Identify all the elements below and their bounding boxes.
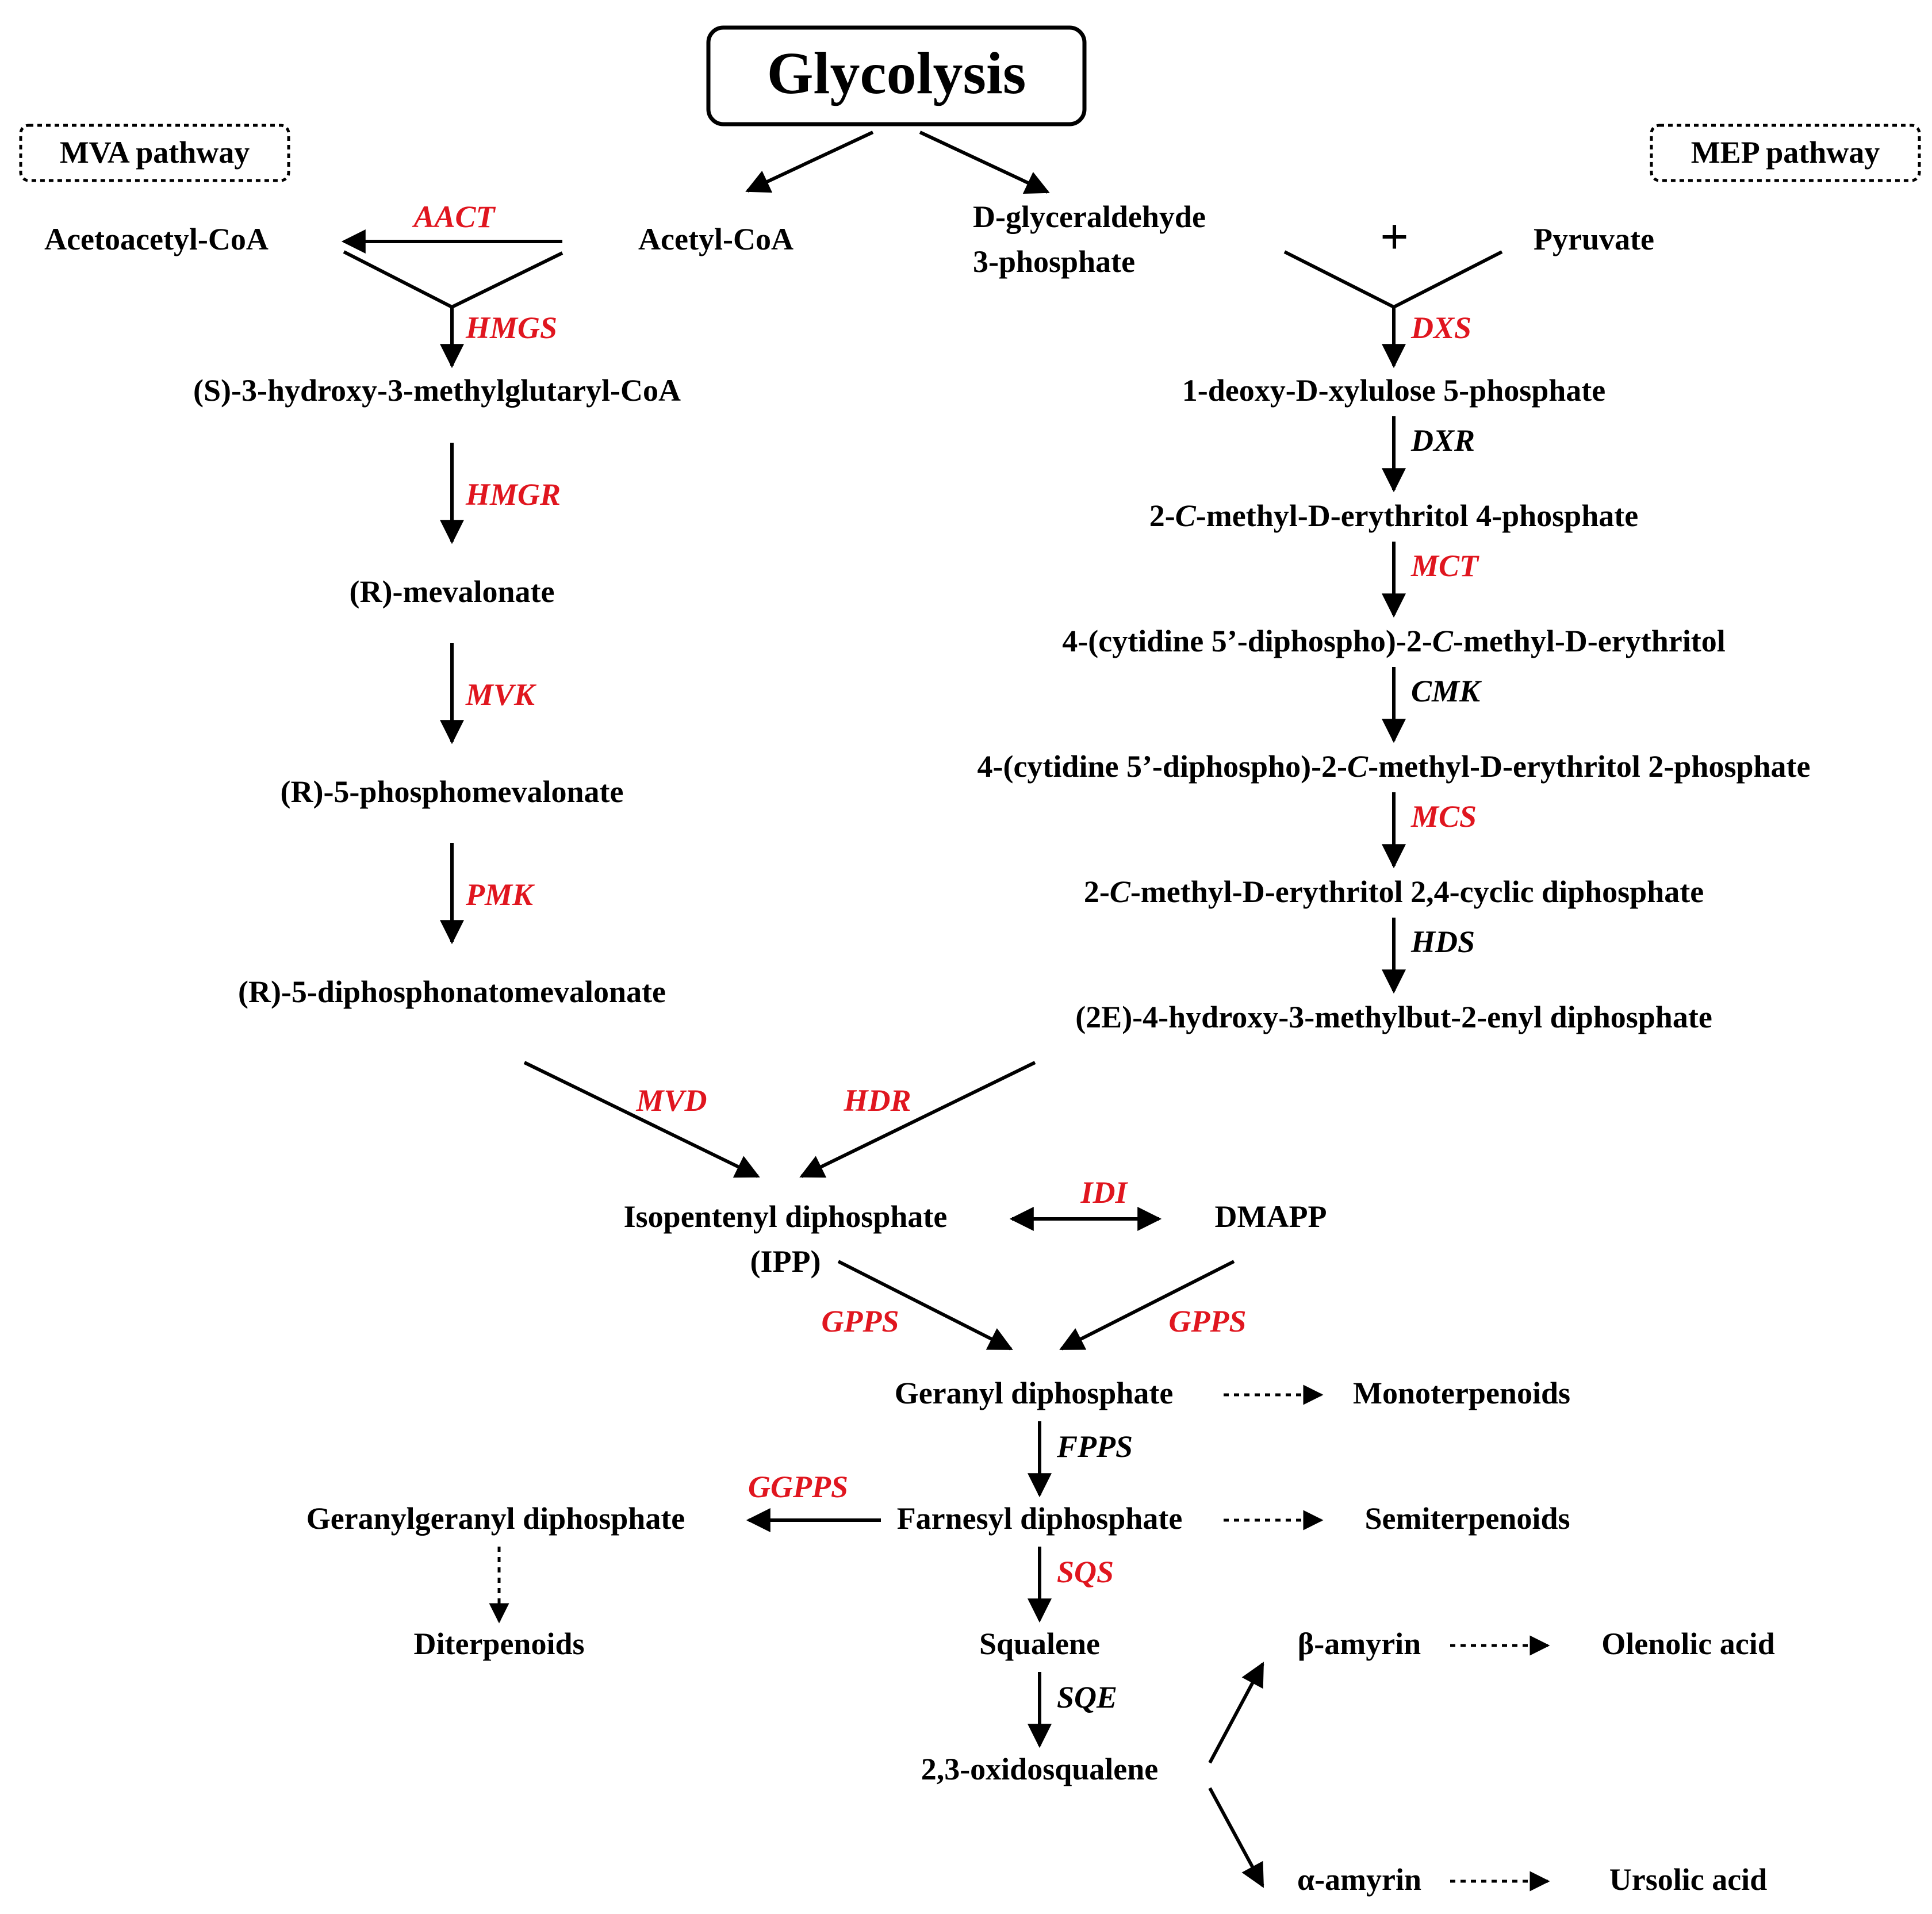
mva-pathway-box	[19, 124, 290, 182]
mva-pathway-label: MVA pathway	[60, 135, 250, 170]
g3p-line1: D-glyceraldehyde	[973, 200, 1206, 234]
to-beta-amyrin-arrow	[1208, 1662, 1264, 1764]
oleanolic-acid: Olenolic acid	[1601, 1627, 1774, 1661]
mep-pathway-box	[1650, 124, 1921, 182]
to-alpha-amyrin-arrow	[1208, 1787, 1264, 1888]
ursolic-acid: Ursolic acid	[1609, 1862, 1767, 1897]
enzyme-gpps-right: GPPS	[1169, 1304, 1247, 1338]
ipp-line1: Isopentenyl diphosphate	[624, 1199, 948, 1234]
hmbpp: (2E)-4-hydroxy-3-methylbut-2-enyl diphos…	[1075, 1000, 1712, 1034]
squalene: Squalene	[979, 1627, 1100, 1661]
enzyme-hds: HDS	[1410, 925, 1475, 959]
diphosphonatomevalonate: (R)-5-diphosphonatomevalonate	[238, 975, 666, 1009]
plus-sign: +	[1380, 209, 1408, 263]
enzyme-idi: IDI	[1080, 1175, 1128, 1210]
arrow-to-g3p	[919, 131, 1050, 194]
enzyme-pmk: PMK	[465, 877, 535, 912]
enzyme-sqe: SQE	[1057, 1680, 1117, 1714]
enzyme-sqs: SQS	[1057, 1555, 1114, 1589]
enzyme-dxr: DXR	[1410, 423, 1475, 458]
beta-amyrin: β-amyrin	[1298, 1627, 1421, 1661]
enzyme-aact: AACT	[412, 200, 496, 234]
farnesyl-diphosphate: Farnesyl diphosphate	[897, 1501, 1183, 1536]
diterpenoids: Diterpenoids	[414, 1627, 585, 1661]
enzyme-mct: MCT	[1410, 548, 1479, 583]
g3p-line2: 3-phosphate	[973, 244, 1135, 279]
arrow-to-acetyl-coa	[745, 131, 874, 193]
enzyme-ggpps: GGPPS	[748, 1470, 848, 1504]
enzyme-hdr: HDR	[843, 1083, 911, 1118]
gpps-right-arrow	[1059, 1260, 1235, 1351]
mep-metabolite: 2-C-methyl-D-erythritol 4-phosphate	[1149, 498, 1638, 533]
mevalonate: (R)-mevalonate	[350, 574, 555, 609]
geranylgeranyl-diphosphate: Geranylgeranyl diphosphate	[306, 1501, 685, 1536]
cdp-me: 4-(cytidine 5’-diphospho)-2-C-methyl-D-e…	[1062, 624, 1725, 658]
semiterpenoids: Semiterpenoids	[1365, 1501, 1570, 1536]
mvd-arrow	[523, 1061, 760, 1178]
cdp-me2p: 4-(cytidine 5’-diphospho)-2-C-methyl-D-e…	[977, 749, 1811, 784]
enzyme-dxs: DXS	[1410, 310, 1471, 345]
hmg-coa: (S)-3-hydroxy-3-methylglutaryl-CoA	[193, 373, 681, 408]
geranyl-diphosphate: Geranyl diphosphate	[895, 1376, 1174, 1410]
enzyme-mcs: MCS	[1410, 799, 1477, 834]
monoterpenoids: Monoterpenoids	[1353, 1376, 1570, 1410]
dxp: 1-deoxy-D-xylulose 5-phosphate	[1182, 373, 1606, 408]
hmgs-merge	[343, 250, 564, 309]
enzyme-mvk: MVK	[465, 677, 537, 712]
gpps-left-arrow	[837, 1260, 1013, 1351]
enzyme-mvd: MVD	[635, 1083, 707, 1118]
phosphomevalonate: (R)-5-phosphomevalonate	[280, 774, 623, 809]
mep-pathway-label: MEP pathway	[1691, 135, 1880, 170]
enzyme-hmgr: HMGR	[465, 477, 561, 512]
hdr-arrow	[799, 1061, 1036, 1178]
ipp-line2: (IPP)	[750, 1244, 821, 1279]
alpha-amyrin: α-amyrin	[1297, 1862, 1421, 1897]
enzyme-hmgs: HMGS	[465, 310, 557, 345]
glycolysis-box	[706, 25, 1087, 126]
acetoacetyl-coa: Acetoacetyl-CoA	[44, 222, 269, 256]
pyruvate: Pyruvate	[1534, 222, 1654, 256]
dmapp: DMAPP	[1215, 1199, 1327, 1234]
enzyme-fpps: FPPS	[1056, 1429, 1133, 1464]
enzyme-cmk: CMK	[1411, 674, 1482, 708]
oxidosqualene: 2,3-oxidosqualene	[921, 1752, 1159, 1786]
acetyl-coa: Acetyl-CoA	[638, 222, 793, 256]
enzyme-gpps-left: GPPS	[822, 1304, 899, 1338]
mecpp: 2-C-methyl-D-erythritol 2,4-cyclic dipho…	[1084, 874, 1704, 909]
glycolysis-title: Glycolysis	[767, 40, 1026, 106]
